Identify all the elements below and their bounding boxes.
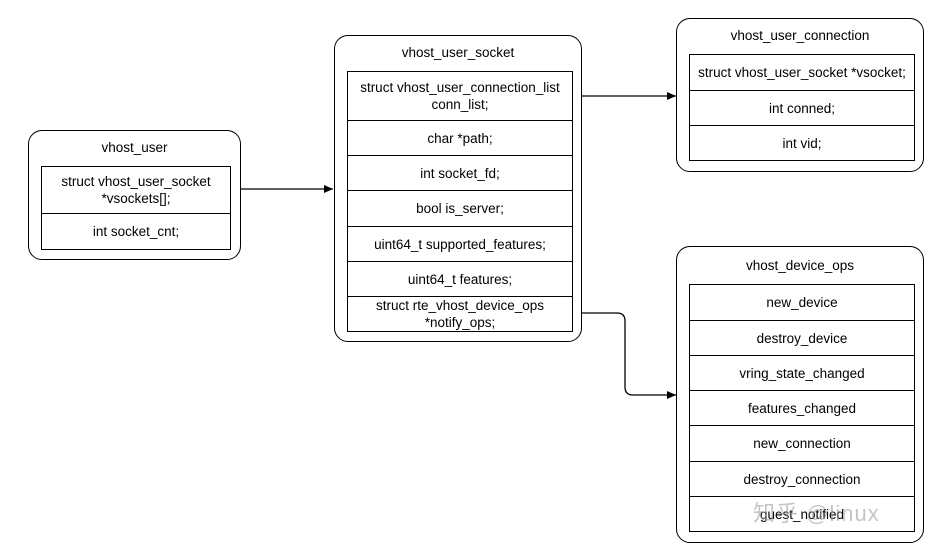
field-row: struct vhost_user_connection_list conn_l… bbox=[348, 72, 573, 121]
field-list: struct vhost_user_socket *vsockets[]; in… bbox=[41, 166, 231, 250]
field-list: struct vhost_user_socket *vsocket; int c… bbox=[689, 54, 915, 161]
field-row: int vid; bbox=[690, 126, 915, 161]
field-list: new_device destroy_device vring_state_ch… bbox=[689, 284, 915, 532]
field-row: new_connection bbox=[690, 426, 915, 462]
field-row: destroy_device bbox=[690, 321, 915, 356]
field-row: int socket_fd; bbox=[348, 156, 573, 191]
field-row: int socket_cnt; bbox=[42, 214, 231, 250]
struct-box-vhost-device-ops: vhost_device_ops new_device destroy_devi… bbox=[676, 246, 924, 543]
field-row: destroy_connection bbox=[690, 462, 915, 497]
field-row: char *path; bbox=[348, 121, 573, 156]
field-row: int conned; bbox=[690, 91, 915, 126]
field-row: struct vhost_user_socket *vsockets[]; bbox=[42, 167, 231, 214]
field-row: uint64_t supported_features; bbox=[348, 227, 573, 262]
field-row: guest_notified bbox=[690, 497, 915, 532]
field-row: bool is_server; bbox=[348, 191, 573, 227]
struct-title: vhost_user_socket bbox=[401, 45, 515, 60]
field-list: struct vhost_user_connection_list conn_l… bbox=[347, 71, 573, 332]
field-row: new_device bbox=[690, 285, 915, 321]
field-row: struct rte_vhost_device_ops *notify_ops; bbox=[348, 297, 573, 332]
arrow-notifyops-to-deviceops bbox=[571, 312, 676, 399]
watermark: 知乎 @linux bbox=[753, 501, 880, 526]
field-row: features_changed bbox=[690, 391, 915, 426]
struct-box-vhost-user-connection: vhost_user_connection struct vhost_user_… bbox=[676, 18, 924, 172]
field-row: vring_state_changed bbox=[690, 356, 915, 391]
struct-box-vhost-user: vhost_user struct vhost_user_socket *vso… bbox=[28, 130, 241, 260]
struct-title: vhost_user_connection bbox=[730, 28, 870, 43]
struct-title: vhost_device_ops bbox=[745, 258, 855, 273]
struct-box-vhost-user-socket: vhost_user_socket struct vhost_user_conn… bbox=[334, 35, 582, 342]
struct-title: vhost_user bbox=[101, 140, 168, 155]
field-row: struct vhost_user_socket *vsocket; bbox=[690, 55, 915, 91]
field-row: uint64_t features; bbox=[348, 262, 573, 297]
